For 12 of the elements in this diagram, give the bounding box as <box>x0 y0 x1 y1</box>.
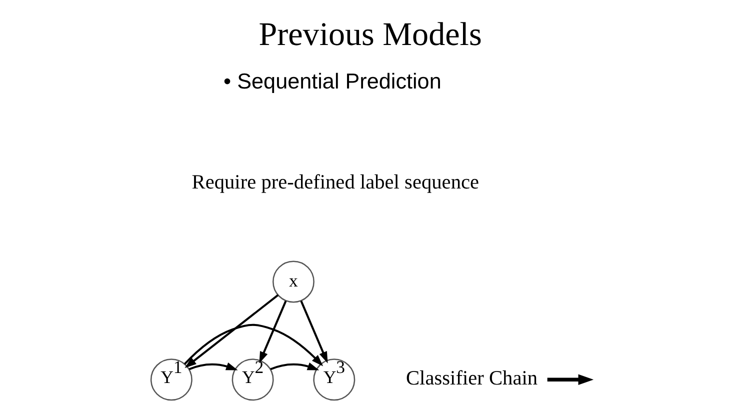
arrow <box>259 300 287 364</box>
arrow <box>184 324 324 366</box>
arrow <box>300 300 328 364</box>
arrow <box>184 294 279 368</box>
arrow <box>188 362 238 370</box>
label: Require pre-defined label sequence <box>192 172 480 194</box>
node-text: Classifier Chain <box>406 367 538 390</box>
label: • Sequential Prediction <box>224 68 442 94</box>
arrow <box>270 362 320 370</box>
diagram-title: Previous Models <box>258 17 482 54</box>
node-circle: x <box>272 260 314 303</box>
arrow <box>547 374 594 385</box>
